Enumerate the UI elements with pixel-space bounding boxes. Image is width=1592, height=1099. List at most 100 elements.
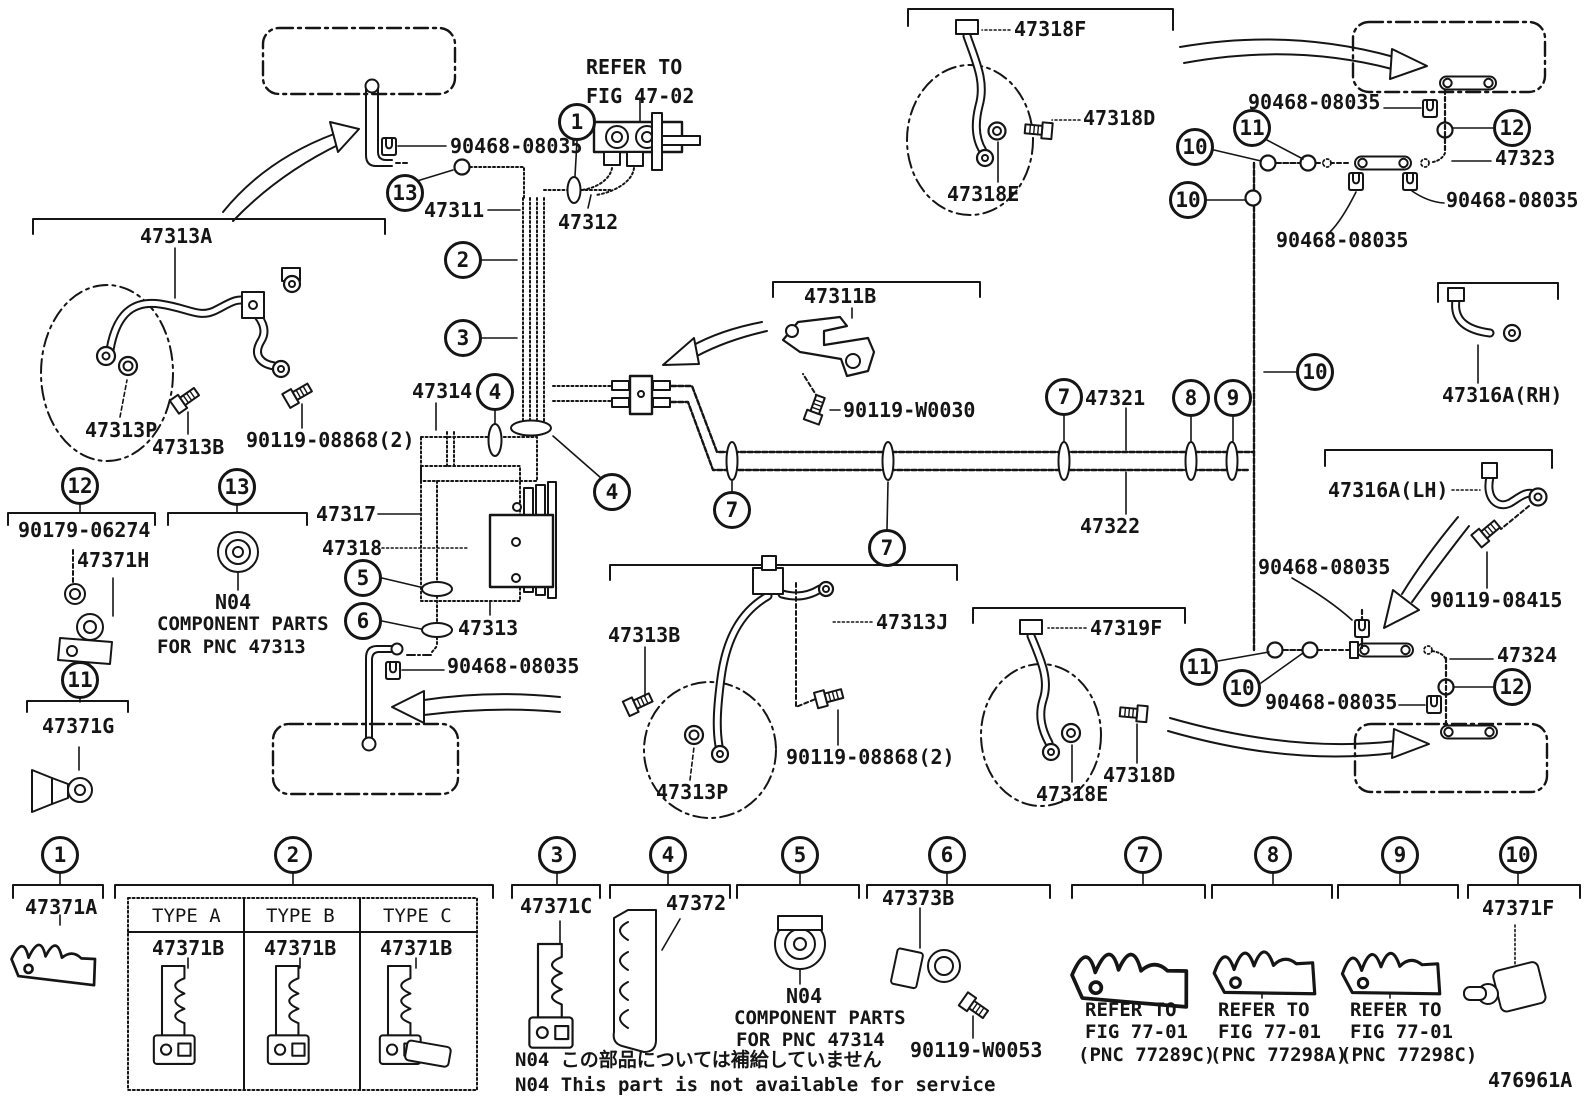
part-47318: 47318	[322, 536, 383, 560]
section-brackets	[7, 8, 1581, 899]
part-47319F: 47319F	[1090, 616, 1163, 640]
legend-ref7-3: (PNC 77289C)	[1078, 1044, 1216, 1066]
callout-4: 4	[593, 473, 631, 511]
direction-arrows	[222, 38, 1470, 759]
legend-type-c: TYPE C	[383, 905, 452, 927]
callout-12: 12	[61, 467, 99, 505]
part-90468-08035-c: 90468-08035	[1248, 90, 1381, 114]
callout-10: 10	[1176, 128, 1214, 166]
legend-ref7-1: REFER TO	[1085, 999, 1177, 1021]
callout-7: 7	[1124, 836, 1162, 874]
callout-1: 1	[558, 103, 596, 141]
legend-n04-pnc47314-2: COMPONENT PARTS	[734, 1007, 906, 1029]
tube-union	[611, 374, 671, 416]
refer-to-line1: REFER TO	[586, 55, 683, 79]
callout-11: 11	[1233, 109, 1271, 147]
callout-3: 3	[538, 836, 576, 874]
part-47324: 47324	[1497, 643, 1558, 667]
callout-10: 10	[1499, 836, 1537, 874]
legend-ref9-2: FIG 77-01	[1350, 1021, 1453, 1043]
callout-8: 8	[1254, 836, 1292, 874]
callout-10: 10	[1169, 181, 1207, 219]
callout-2: 2	[444, 241, 482, 279]
legend-90119-W0053: 90119-W0053	[910, 1038, 1043, 1062]
legend-47371B-b: 47371B	[264, 936, 337, 960]
legend-ref8-1: REFER TO	[1218, 999, 1310, 1021]
note-n04-en: N04 This part is not available for servi…	[515, 1074, 996, 1096]
part-47318F: 47318F	[1014, 17, 1087, 41]
note-n04-pnc47313-3: FOR PNC 47313	[157, 636, 306, 658]
part-47318E-b: 47318E	[1036, 782, 1109, 806]
legend-ref7-2: FIG 77-01	[1085, 1021, 1188, 1043]
part-47322: 47322	[1080, 514, 1141, 538]
callout-5: 5	[344, 559, 382, 597]
part-47311B: 47311B	[804, 284, 877, 308]
callout-6: 6	[928, 836, 966, 874]
legend-ref8-2: FIG 77-01	[1218, 1021, 1321, 1043]
part-90119-08868-a: 90119-08868(2)	[246, 428, 415, 452]
part-47314: 47314	[412, 379, 473, 403]
callout-13: 13	[218, 468, 256, 506]
callout-3: 3	[444, 319, 482, 357]
callout-9: 9	[1381, 836, 1419, 874]
legend-ref9-3: (PNC 77298C)	[1340, 1044, 1478, 1066]
part-47313B-a: 47313B	[152, 435, 225, 459]
diagram-code: 476961A	[1488, 1068, 1573, 1092]
part-90179-06274: 90179-06274	[18, 518, 151, 542]
callout-13: 13	[386, 174, 424, 212]
part-47323: 47323	[1495, 146, 1556, 170]
callout-12: 12	[1493, 668, 1531, 706]
part-90468-08035-g: 90468-08035	[1265, 690, 1398, 714]
legend-artwork	[6, 897, 1547, 1091]
callout-5: 5	[781, 836, 819, 874]
callout-6: 6	[344, 602, 382, 640]
part-90119-W0030: 90119-W0030	[843, 398, 976, 422]
leader-lines	[59, 29, 1519, 1039]
callout-9: 9	[1214, 379, 1252, 417]
callout-7: 7	[868, 529, 906, 567]
part-47317: 47317	[316, 502, 377, 526]
part-47313A: 47313A	[140, 224, 213, 248]
callout-11: 11	[1180, 648, 1218, 686]
note-n04-jp: N04 この部品については補給していません	[515, 1049, 882, 1071]
part-90468-08035-a: 90468-08035	[450, 134, 583, 158]
callout-12: 12	[1493, 109, 1531, 147]
part-47318E-a: 47318E	[947, 182, 1020, 206]
callout-1: 1	[41, 836, 79, 874]
note-n04-pnc47313-1: N04	[215, 590, 252, 614]
part-90468-08035-b: 90468-08035	[447, 654, 580, 678]
legend-47371F: 47371F	[1482, 896, 1555, 920]
legend-47372: 47372	[666, 891, 727, 915]
part-47316A-RH: 47316A(RH)	[1442, 383, 1563, 407]
part-47371G: 47371G	[42, 714, 115, 738]
brake-hoses	[95, 19, 1548, 764]
part-47321: 47321	[1085, 386, 1146, 410]
part-90119-08868-b: 90119-08868(2)	[786, 745, 955, 769]
part-47313: 47313	[458, 616, 519, 640]
callout-10: 10	[1223, 669, 1261, 707]
part-47371H: 47371H	[77, 548, 150, 572]
legend-47373B: 47373B	[882, 886, 955, 910]
part-47313P-a: 47313P	[85, 418, 158, 442]
callout-10: 10	[1296, 353, 1334, 391]
legend-n04-pnc47314-3: FOR PNC 47314	[736, 1029, 885, 1051]
part-47313B-b: 47313B	[608, 623, 681, 647]
part-47316A-LH: 47316A(LH)	[1328, 478, 1449, 502]
left-column-parts	[31, 531, 259, 813]
legend-type-b: TYPE B	[266, 905, 335, 927]
bracket-47311B	[781, 315, 876, 399]
part-47312: 47312	[558, 210, 619, 234]
legend-47371C: 47371C	[520, 894, 593, 918]
master-cylinder	[592, 112, 701, 171]
legend-type-a: TYPE A	[152, 905, 221, 927]
part-90468-08035-e: 90468-08035	[1276, 228, 1409, 252]
legend-47371B-c: 47371B	[380, 936, 453, 960]
part-47318D-b: 47318D	[1103, 763, 1176, 787]
part-90119-08415: 90119-08415	[1430, 588, 1563, 612]
part-47313P-b: 47313P	[656, 780, 729, 804]
part-90468-08035-f: 90468-08035	[1258, 555, 1391, 579]
callout-7: 7	[1045, 378, 1083, 416]
abs-actuator	[488, 481, 557, 599]
legend-47371A: 47371A	[25, 895, 98, 919]
